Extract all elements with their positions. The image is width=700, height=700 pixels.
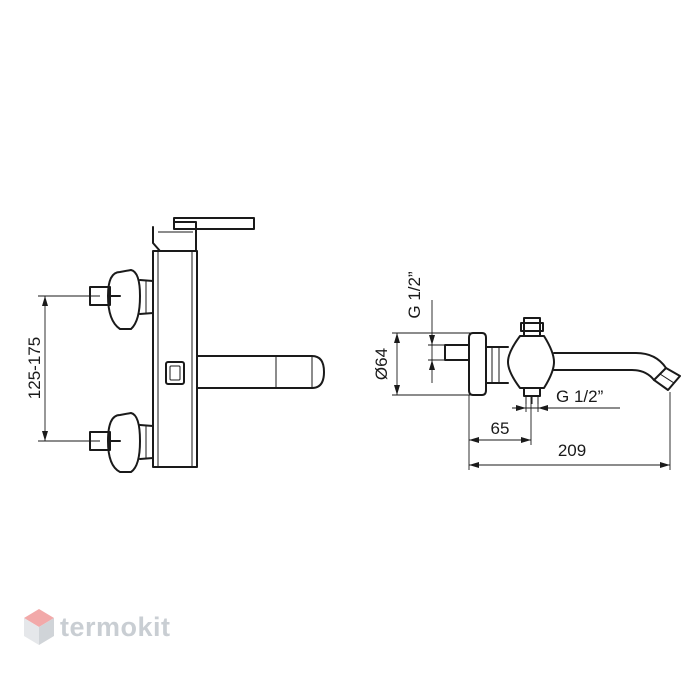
- lower-wall-connector: [89, 412, 154, 473]
- dimension-inlet-depth: 65: [468, 395, 532, 470]
- dimension-label-outlet-thread: G 1/2”: [556, 387, 604, 406]
- dimension-body-diameter: Ø64: [372, 332, 473, 396]
- spout: [196, 355, 325, 389]
- dimension-label-inlet-depth: 65: [491, 419, 510, 438]
- lever-handle: [152, 217, 255, 252]
- front-view: 125-175: [25, 217, 325, 473]
- wall-flange: [444, 332, 506, 396]
- dimension-inlet-thread: G 1/2”: [405, 271, 458, 383]
- upper-wall-connector: [89, 269, 154, 330]
- watermark-brand: termokit: [60, 612, 171, 642]
- termokit-logo-icon: [24, 609, 54, 645]
- dimension-label-body-diameter: Ø64: [372, 348, 391, 380]
- mixer-body: [152, 250, 198, 468]
- side-view: G 1/2” Ø64 G 1/2”: [372, 271, 681, 470]
- dimension-outlet-thread: G 1/2”: [512, 387, 620, 412]
- dimension-label-inlet-thread: G 1/2”: [405, 271, 424, 319]
- dimension-125-175: 125-175: [25, 295, 100, 442]
- dimension-label-vertical: 125-175: [25, 337, 44, 399]
- dimension-total-length: 209: [469, 392, 671, 470]
- dimension-label-total-length: 209: [558, 441, 586, 460]
- round-body: [504, 317, 555, 404]
- curved-spout: [553, 352, 681, 391]
